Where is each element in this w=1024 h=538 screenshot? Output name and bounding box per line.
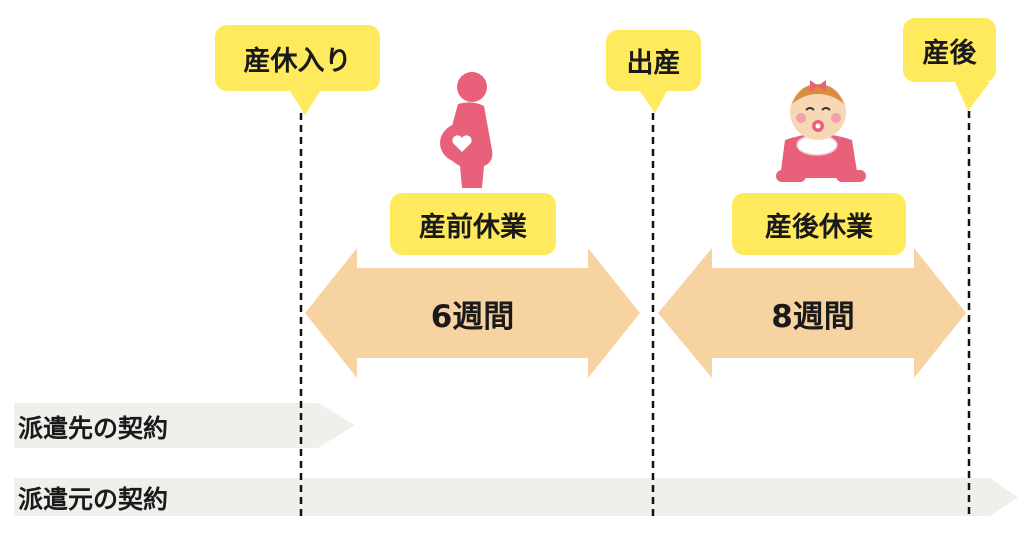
birth-callout: 出産 [606, 30, 701, 91]
postnatal-double-arrow [658, 248, 966, 378]
agency-contract-label: 派遣元の契約 [18, 485, 169, 514]
client-contract-bar [14, 403, 355, 448]
leave-start-label: 産休入り [243, 45, 352, 77]
postnatal-callout: 産後 [903, 18, 996, 82]
agency-contract-bar [14, 478, 1018, 516]
postnatal-duration: 8週間 [771, 298, 855, 335]
prenatal-leave-callout: 産前休業 [390, 193, 556, 255]
prenatal-double-arrow [305, 248, 640, 378]
birth-pointer [640, 91, 667, 113]
prenatal-leave-label: 産前休業 [419, 211, 527, 243]
postnatal-leave-label: 産後休業 [765, 211, 873, 243]
client-contract-label: 派遣先の契約 [18, 414, 169, 443]
birth-label: 出産 [626, 48, 681, 79]
leave-start-pointer [290, 91, 320, 115]
leave-start-callout: 産休入り [215, 25, 380, 91]
prenatal-duration: 6週間 [430, 298, 515, 335]
postnatal-label: 産後 [922, 37, 977, 69]
pregnant-woman-icon [440, 72, 493, 188]
postnatal-leave-callout: 産後休業 [732, 193, 906, 255]
postnatal-pointer [955, 82, 990, 111]
baby-girl-icon [776, 80, 866, 182]
